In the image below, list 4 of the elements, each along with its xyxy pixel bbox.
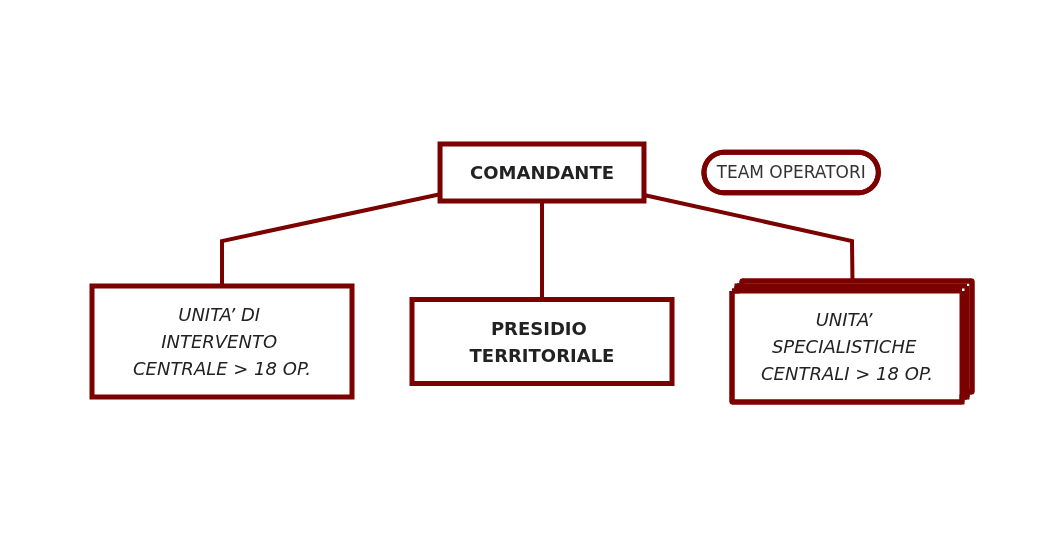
node-box: UNITA’ DI INTERVENTO CENTRALE > 18 OP. <box>89 283 355 400</box>
connector <box>540 201 544 300</box>
node-box: COMANDANTE <box>437 141 647 204</box>
node-box: PRESIDIO TERRITORIALE <box>409 297 675 386</box>
